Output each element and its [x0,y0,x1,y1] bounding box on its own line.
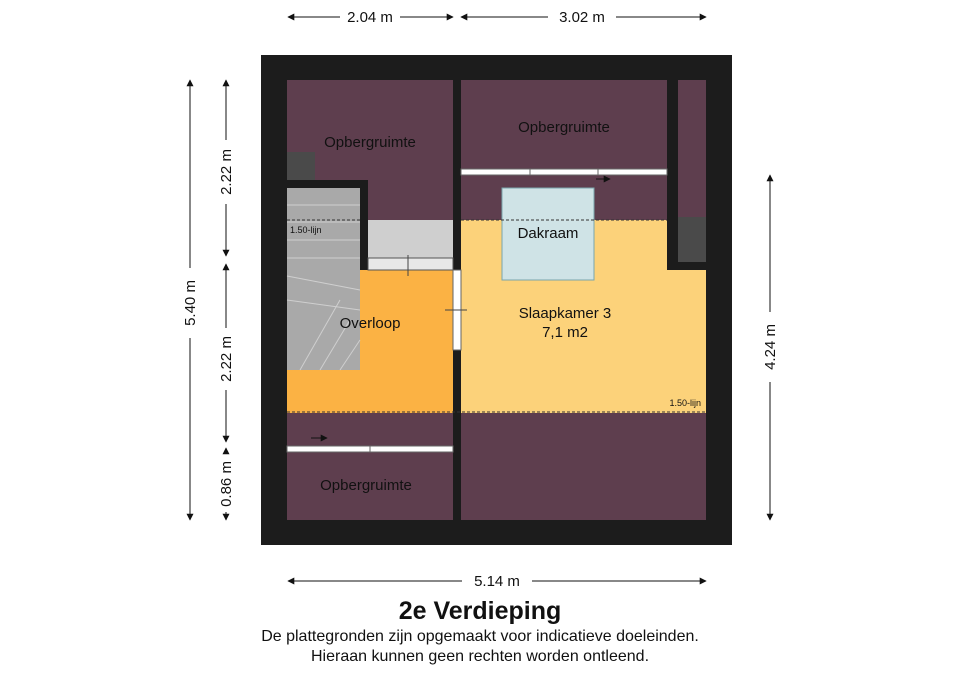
room-label-landing: Overloop [340,315,401,332]
stair-shaft-wall [360,180,368,270]
storage-bottom-left-area [287,413,453,520]
inner-wall-right [667,80,678,270]
storage-right-strip [678,80,706,217]
dimension-left-total: 5.40 m [182,79,199,521]
dimension-bottom: 5.14 m [287,573,707,590]
room-label-bedroom-area: 7,1 m2 [542,324,588,341]
disclaimer-line-2: Hieraan kunnen geen rechten worden ontle… [310,648,650,665]
room-label-storage-top-right: Opbergruimte [518,119,610,136]
room-label-storage-top-left: Opbergruimte [324,134,416,151]
chimney-right [678,217,706,262]
floor-plan: Opbergruimte Opbergruimte Opbergruimte D… [182,9,779,590]
svg-text:0.86 m: 0.86 m [218,461,235,507]
disclaimer-line-1: De plattegronden zijn opgemaakt voor ind… [261,628,699,645]
sliding-door-bottom-left [286,434,454,453]
dimension-top-right: 3.02 m [460,9,707,26]
dimension-top-left: 2.04 m [287,9,454,26]
floor-title: 2e Verdieping [398,597,562,625]
dimension-right: 4.24 m [762,174,779,521]
stair-treads [286,204,361,371]
svg-text:2.22 m: 2.22 m [218,149,235,195]
svg-text:5.40 m: 5.40 m [182,280,199,326]
bedroom-line-label: 1.50-lijn [669,398,701,408]
dimension-left-upper: 2.22 m [218,79,235,257]
room-label-bedroom-name: Slaapkamer 3 [519,305,612,322]
plan-footer: 2e Verdieping De plattegronden zijn opge… [0,595,960,667]
hatch-area [368,220,453,262]
skylight [501,187,595,281]
chimney-left [287,152,315,180]
room-label-skylight: Dakraam [518,225,579,242]
sliding-door-top-right [460,168,668,183]
svg-text:4.24 m: 4.24 m [762,324,779,370]
room-label-storage-bottom-left: Opbergruimte [320,477,412,494]
svg-text:2.04 m: 2.04 m [347,9,393,26]
door-landing-bedroom [445,269,467,351]
dimension-left-middle: 2.22 m [218,263,235,443]
svg-text:5.14 m: 5.14 m [474,573,520,590]
svg-text:2.22 m: 2.22 m [218,336,235,382]
svg-text:3.02 m: 3.02 m [559,9,605,26]
stair-line-label: 1.50-lijn [290,225,322,235]
dimension-left-lower: 0.86 m [218,447,235,521]
stair-shaft-top-wall [287,180,368,188]
inner-wall-right-base [667,262,706,270]
storage-bottom-right-area [461,413,706,520]
staircase [287,188,360,370]
hatch-area-frame [367,257,454,271]
